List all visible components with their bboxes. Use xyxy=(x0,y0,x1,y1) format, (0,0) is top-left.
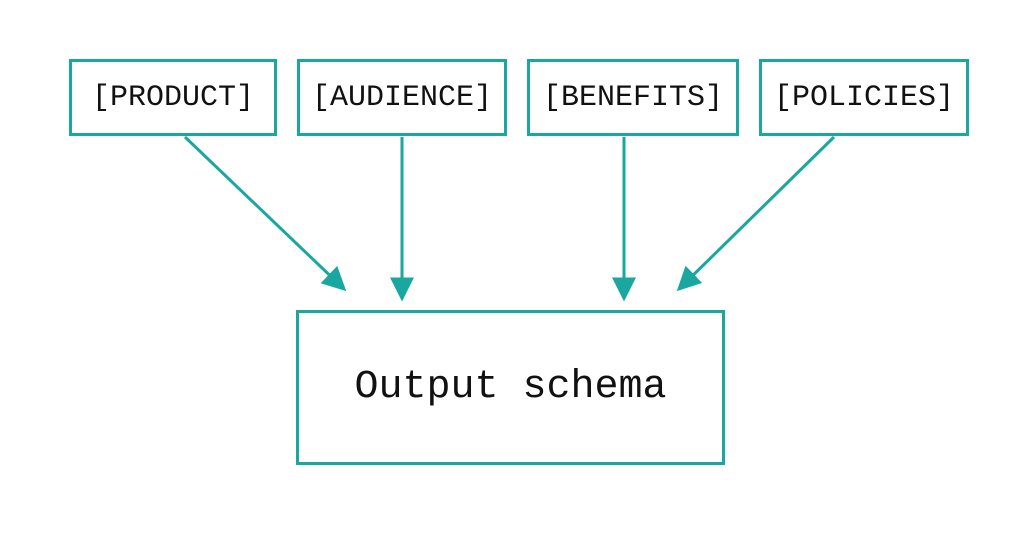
audience-box: [AUDIENCE] xyxy=(297,59,507,136)
policies-label: [POLICIES] xyxy=(773,80,955,115)
output-schema-box: Output schema xyxy=(296,310,725,465)
arrow-policies-to-output xyxy=(676,135,836,292)
policies-box: [POLICIES] xyxy=(759,59,969,136)
benefits-box: [BENEFITS] xyxy=(527,59,739,136)
output-schema-label: Output schema xyxy=(354,365,667,410)
benefits-label: [BENEFITS] xyxy=(542,80,724,115)
audience-label: [AUDIENCE] xyxy=(311,80,493,115)
product-label: [PRODUCT] xyxy=(91,80,255,115)
product-box: [PRODUCT] xyxy=(69,59,277,136)
arrow-product-to-output xyxy=(183,135,347,292)
